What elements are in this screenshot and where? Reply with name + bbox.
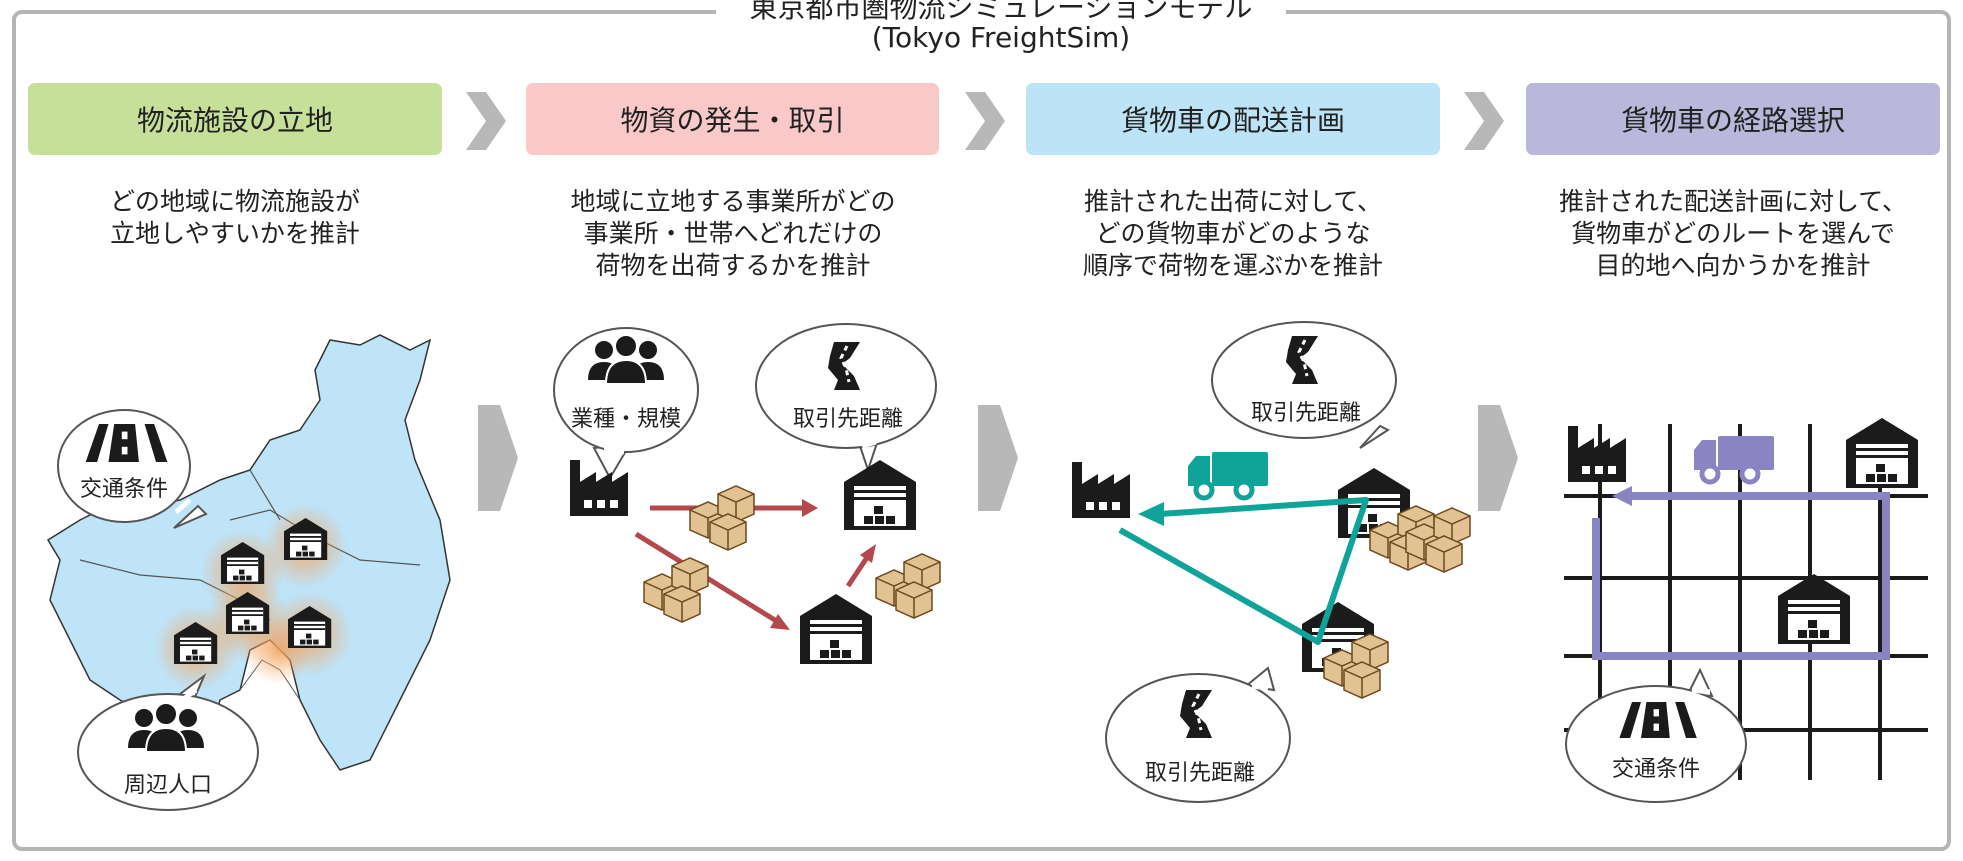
cargo-boxes xyxy=(875,553,941,619)
stage-1-title: 物流施設の立地 xyxy=(136,104,333,137)
bubble-distance-label: 取引先距離 xyxy=(1145,761,1255,786)
cargo-boxes xyxy=(643,557,709,623)
stage-4-title: 貨物車の経路選択 xyxy=(1620,104,1845,137)
bubble-population-label: 周辺人口 xyxy=(124,773,212,798)
body-arrow-1 xyxy=(478,405,518,511)
stage-2-header: 物資の発生・取引 xyxy=(526,83,939,155)
bubble-distance-label: 取引先距離 xyxy=(1251,401,1361,426)
bubble-distance-label: 取引先距離 xyxy=(793,407,903,432)
traffic-lanes-icon xyxy=(85,424,168,462)
stage-1-header: 物流施設の立地 xyxy=(28,83,442,155)
bubble-trade-distance-2: 取引先距離 xyxy=(1211,321,1397,449)
stage-4-header: 貨物車の経路選択 xyxy=(1526,83,1940,155)
warehouse-cluster xyxy=(154,504,352,690)
stage-2-title: 物資の発生・取引 xyxy=(620,104,845,137)
bubble-traffic-label: 交通条件 xyxy=(1612,757,1700,782)
diagram-frame: 東京都市圏物流シミュレーションモデル (Tokyo FreightSim) xyxy=(12,0,1951,851)
stage-1-description: どの地域に物流施設が 立地しやすいかを推計 xyxy=(109,187,360,248)
factory-icon xyxy=(1072,462,1130,518)
stage-2-description: 地域に立地する事業所がどの 事業所・世帯へどれだけの 荷物を出荷するかを推計 xyxy=(570,187,896,280)
warehouse-icon xyxy=(1846,418,1918,488)
header-arrow-2 xyxy=(965,92,1005,150)
cargo-boxes xyxy=(689,485,755,551)
delivery-route xyxy=(1118,497,1369,645)
bubble-industry-scale: 業種・規模 xyxy=(553,327,699,481)
warehouse-icon xyxy=(800,594,872,664)
title-line-1: 東京都市圏物流シミュレーションモデル xyxy=(749,0,1253,24)
bubble-trade-distance-1: 取引先距離 xyxy=(755,323,937,474)
factory-icon xyxy=(1568,426,1626,482)
stage-4-description: 推計された配送計画に対して、 貨物車がどのルートを選んで 目的地へ向かうかを推計 xyxy=(1558,187,1907,280)
stage-3-header: 貨物車の配送計画 xyxy=(1026,83,1440,155)
warehouse-icon xyxy=(844,460,916,530)
title-line-2: (Tokyo FreightSim) xyxy=(871,21,1131,54)
bubble-traffic-label: 交通条件 xyxy=(80,477,168,502)
bubble-industry-label: 業種・規模 xyxy=(571,407,681,432)
bubble-population: 周辺人口 xyxy=(77,672,259,811)
planned-route xyxy=(1592,486,1890,660)
body-arrow-3 xyxy=(1478,405,1518,511)
bubble-traffic-conditions-2: 交通条件 xyxy=(1565,667,1747,803)
delivery-truck-icon xyxy=(1188,452,1268,501)
factory-icon xyxy=(570,460,628,516)
warehouse-icon xyxy=(1778,574,1850,644)
stage-3-title: 貨物車の配送計画 xyxy=(1120,104,1345,137)
header-arrow-3 xyxy=(1464,92,1504,150)
bubble-traffic-conditions: 交通条件 xyxy=(57,409,208,529)
diagram-title: 東京都市圏物流シミュレーションモデル (Tokyo FreightSim) xyxy=(716,0,1286,62)
header-arrow-1 xyxy=(466,92,506,150)
flow-arrows xyxy=(466,92,1518,511)
body-arrow-2 xyxy=(978,405,1018,511)
stage-3-description: 推計された出荷に対して、 どの貨物車がどのような 順序で荷物を運ぶかを推計 xyxy=(1082,187,1383,280)
bubble-trade-distance-3: 取引先距離 xyxy=(1105,666,1291,803)
traffic-lanes-icon xyxy=(1619,702,1697,738)
route-truck-icon xyxy=(1694,436,1774,485)
